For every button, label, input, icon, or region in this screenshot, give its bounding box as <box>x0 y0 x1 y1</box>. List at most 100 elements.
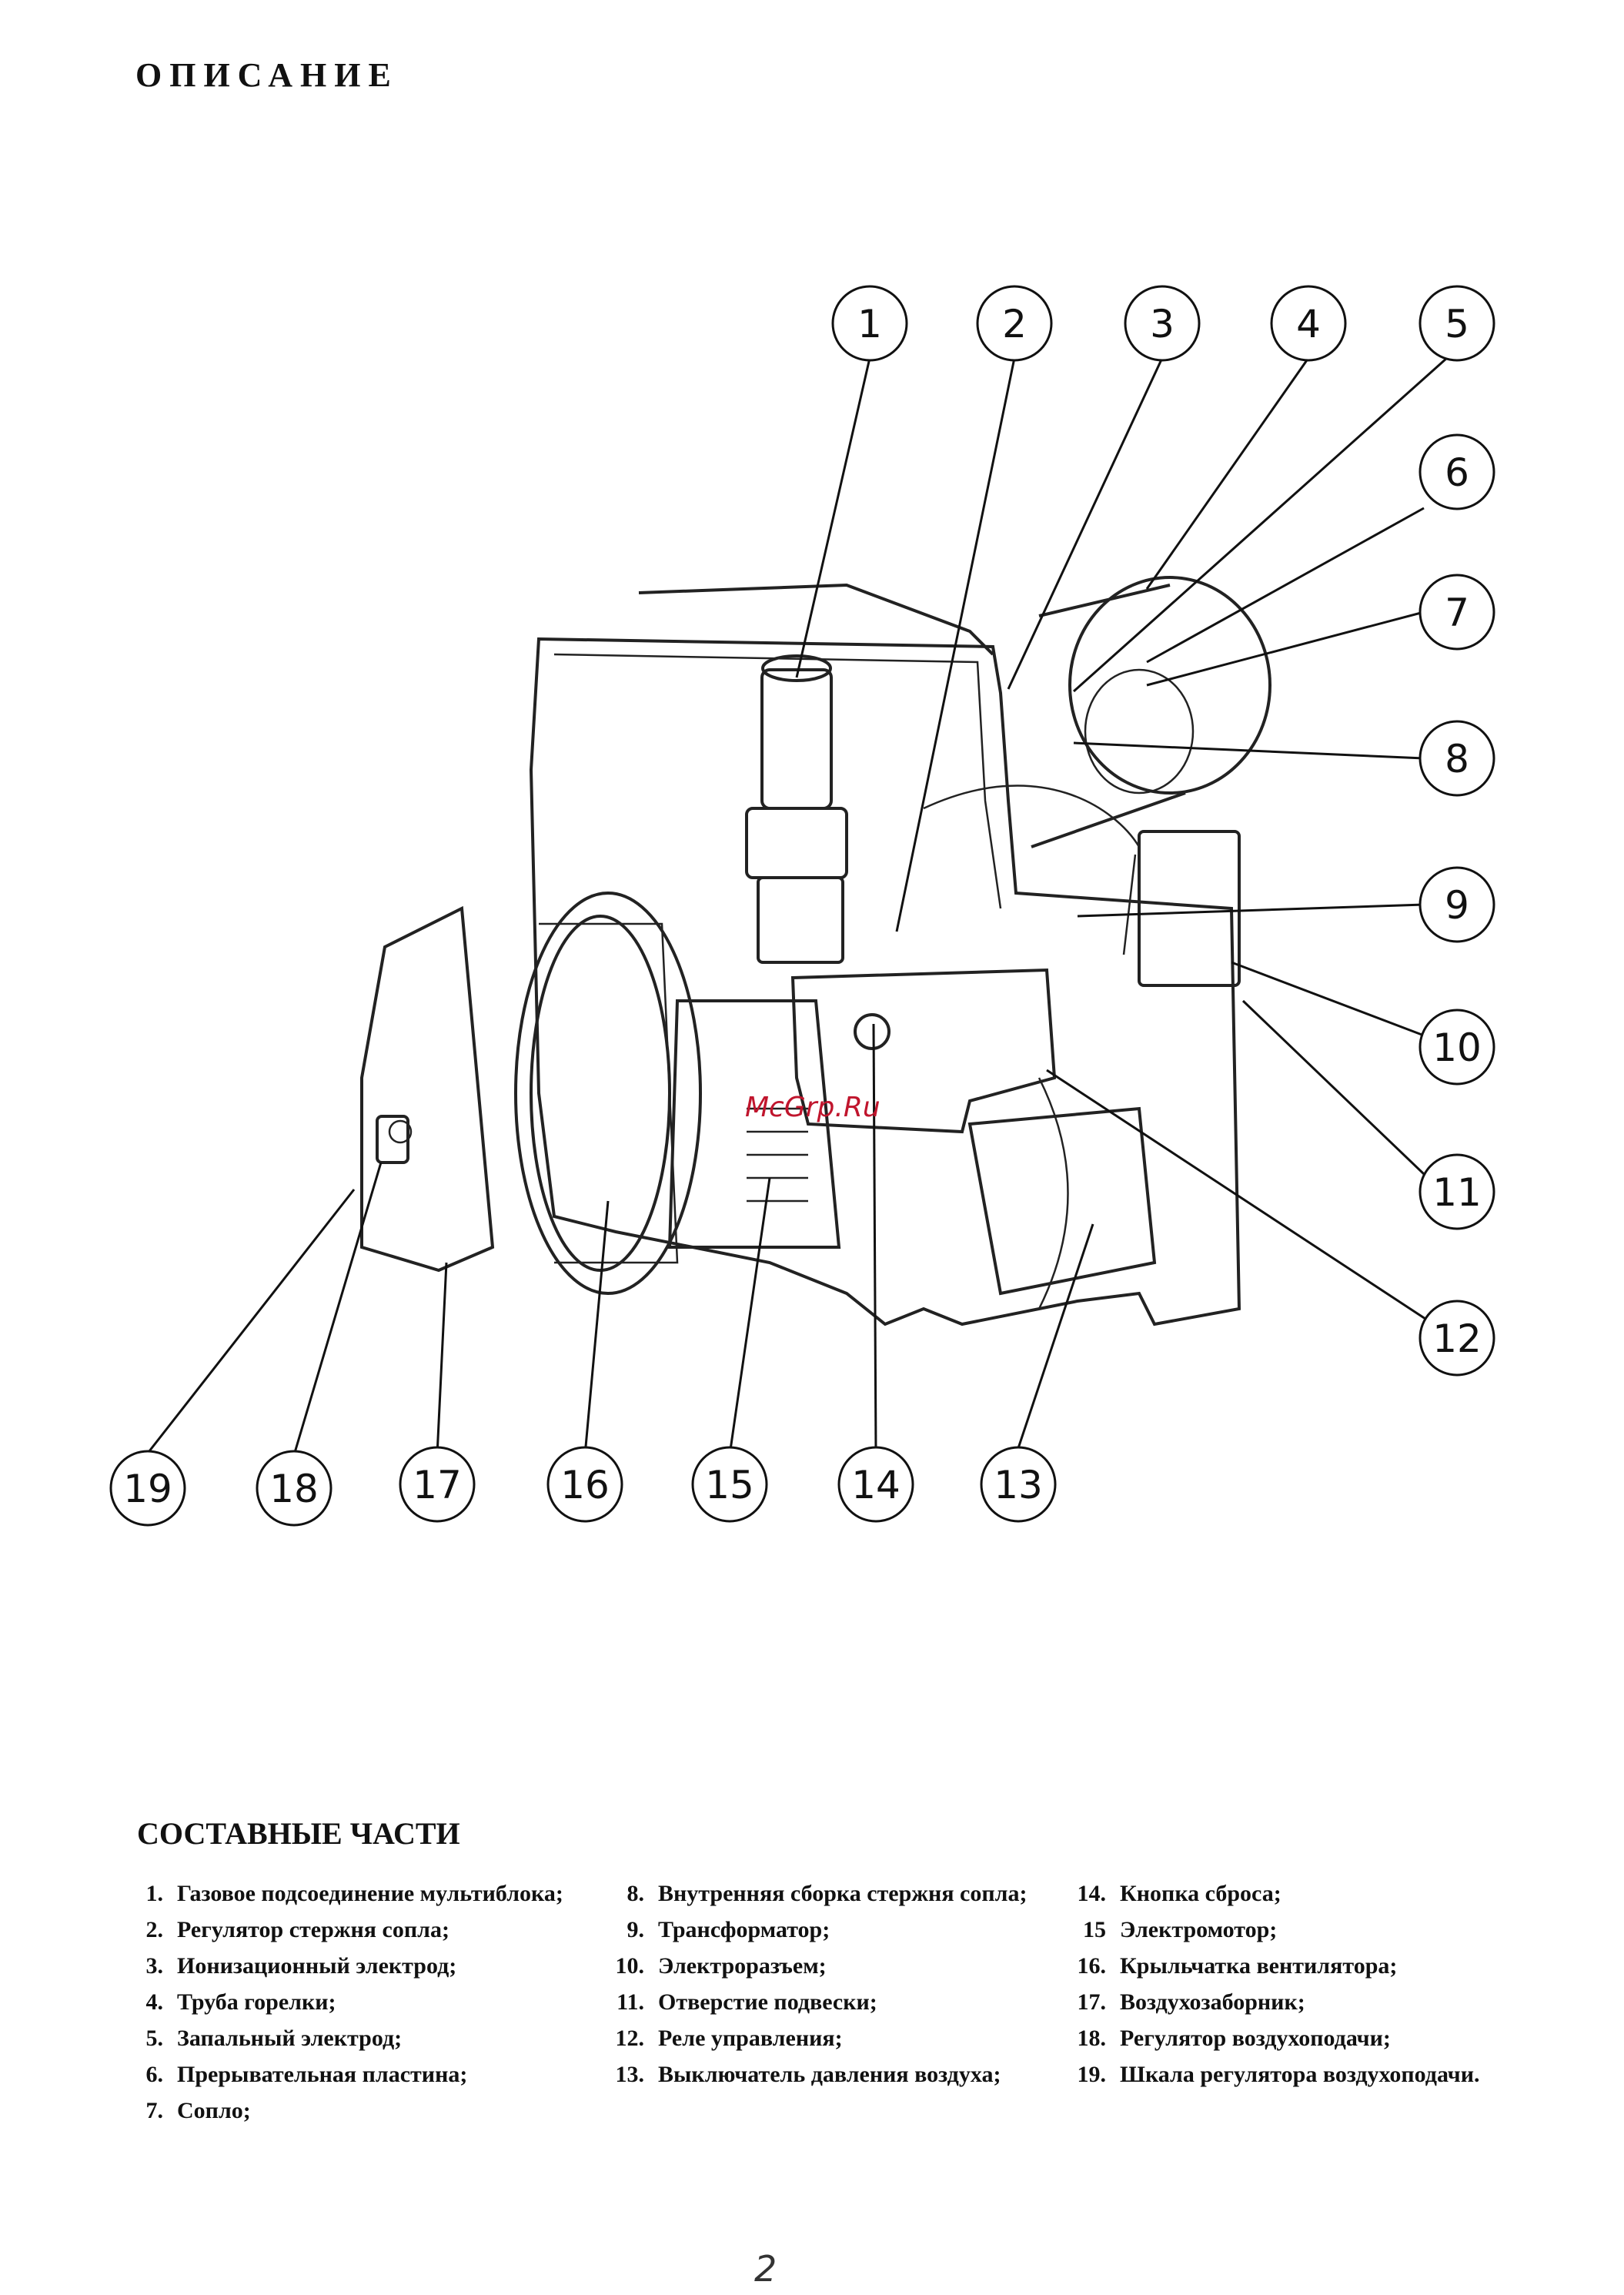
item-text: Электромотор; <box>1120 1917 1278 1942</box>
callout-label: 3 <box>1150 302 1175 346</box>
callout-3: 3 <box>1124 285 1201 362</box>
item-number: 13. <box>615 2062 645 2087</box>
list-item: 9. Трансформатор; <box>596 1912 1058 1948</box>
item-text: Внутренняя сборка стержня сопла; <box>658 1881 1028 1906</box>
list-item: 19. Шкала регулятора воздухоподачи. <box>1058 2056 1597 2093</box>
callout-19: 19 <box>109 1450 186 1527</box>
watermark: McGrp.Ru <box>745 1092 881 1123</box>
list-item: 10. Электроразъем; <box>596 1948 1058 1984</box>
item-number: 11. <box>617 1989 644 2015</box>
leader-lines <box>145 356 1448 1456</box>
callout-label: 11 <box>1432 1170 1482 1215</box>
list-item: 8. Внутренняя сборка стержня сопла; <box>596 1875 1058 1912</box>
callout-label: 9 <box>1445 883 1469 928</box>
item-text: Регулятор воздухоподачи; <box>1120 2026 1391 2051</box>
list-item: 1. Газовое подсоединение мультиблока; <box>115 1875 593 1912</box>
callout-label: 8 <box>1445 737 1469 781</box>
callout-label: 12 <box>1432 1316 1482 1361</box>
parts-heading: СОСТАВНЫЕ ЧАСТИ <box>137 1816 460 1851</box>
callout-label: 15 <box>705 1463 754 1507</box>
item-number: 2. <box>145 1917 164 1942</box>
callout-15: 15 <box>691 1446 768 1523</box>
callout-label: 10 <box>1432 1025 1482 1070</box>
item-number: 14. <box>1077 1881 1107 1906</box>
item-text: Крыльчатка вентилятора; <box>1120 1953 1398 1979</box>
callout-label: 2 <box>1002 302 1027 346</box>
callout-label: 14 <box>851 1463 901 1507</box>
item-text: Кнопка сброса; <box>1120 1881 1281 1906</box>
callout-label: 19 <box>123 1467 172 1511</box>
callout-4: 4 <box>1270 285 1347 362</box>
item-number: 1. <box>145 1881 164 1906</box>
item-text: Прерывательная пластина; <box>177 2062 468 2087</box>
callout-14: 14 <box>837 1446 914 1523</box>
callout-label: 7 <box>1445 590 1469 635</box>
callout-2: 2 <box>976 285 1053 362</box>
item-number: 12. <box>615 2026 645 2051</box>
item-text: Газовое подсоединение мультиблока; <box>177 1881 563 1906</box>
item-number: 7. <box>145 2098 164 2123</box>
list-item: 18. Регулятор воздухоподачи; <box>1058 2020 1597 2056</box>
item-number: 8. <box>627 1881 645 1906</box>
callout-label: 17 <box>413 1463 462 1507</box>
callout-label: 4 <box>1296 302 1321 346</box>
callout-10: 10 <box>1418 1009 1495 1086</box>
callout-label: 13 <box>994 1463 1043 1507</box>
callout-5: 5 <box>1418 285 1495 362</box>
list-item: 16. Крыльчатка вентилятора; <box>1058 1948 1597 1984</box>
callout-label: 1 <box>857 302 882 346</box>
callout-label: 18 <box>269 1467 319 1511</box>
callout-8: 8 <box>1418 720 1495 797</box>
item-text: Труба горелки; <box>177 1989 336 2015</box>
callout-18: 18 <box>256 1450 332 1527</box>
list-item: 4.Труба горелки; <box>115 1984 593 2020</box>
callout-11: 11 <box>1418 1153 1495 1230</box>
callout-7: 7 <box>1418 574 1495 651</box>
item-number: 17. <box>1077 1989 1107 2015</box>
item-text: Выключатель давления воздуха; <box>658 2062 1001 2087</box>
list-item: 2. Регулятор стержня сопла; <box>115 1912 593 1948</box>
item-text: Сопло; <box>177 2098 251 2123</box>
item-text: Трансформатор; <box>658 1917 830 1942</box>
callout-12: 12 <box>1418 1300 1495 1377</box>
list-item: 13. Выключатель давления воздуха; <box>596 2056 1058 2093</box>
item-number: 10. <box>615 1953 645 1979</box>
item-text: Воздухозаборник; <box>1120 1989 1305 2015</box>
callout-1: 1 <box>831 285 908 362</box>
parts-list-column-2: 8. Внутренняя сборка стержня сопла; 9. Тра… <box>596 1875 1058 2093</box>
item-text: Регулятор стержня сопла; <box>177 1917 449 1942</box>
item-number: 9. <box>627 1917 645 1942</box>
callout-label: 16 <box>560 1463 610 1507</box>
item-text: Реле управления; <box>658 2026 843 2051</box>
item-text: Ионизационный электрод; <box>177 1953 457 1979</box>
item-number: 5. <box>145 2026 164 2051</box>
list-item: 7. Сопло; <box>115 2093 593 2129</box>
list-item: 6. Прерывательная пластина; <box>115 2056 593 2093</box>
item-text: Отверстие подвески; <box>658 1989 877 2015</box>
callout-13: 13 <box>980 1446 1057 1523</box>
item-number: 18. <box>1077 2026 1107 2051</box>
item-number: 3. <box>145 1953 164 1979</box>
item-text: Электроразъем; <box>658 1953 827 1979</box>
item-text: Шкала регулятора воздухоподачи. <box>1120 2062 1480 2087</box>
callout-label: 6 <box>1445 450 1469 495</box>
list-item: 3. Ионизационный электрод; <box>115 1948 593 1984</box>
parts-list-column-1: 1. Газовое подсоединение мультиблока; 2. Р… <box>115 1875 593 2129</box>
item-text: Запальный электрод; <box>177 2026 403 2051</box>
page-title: ОПИСАНИЕ <box>135 56 399 94</box>
item-number: 16. <box>1077 1953 1107 1979</box>
callout-label: 5 <box>1445 302 1469 346</box>
callout-9: 9 <box>1418 866 1495 943</box>
list-item: 14. Кнопка сброса; <box>1058 1875 1597 1912</box>
list-item: 5. Запальный электрод; <box>115 2020 593 2056</box>
burner-drawing <box>360 576 1271 1326</box>
callout-17: 17 <box>399 1446 476 1523</box>
burner-diagram: McGrp.Ru 1 2 3 4 5 6 7 8 9 10 11 12 13 1… <box>109 285 1495 1527</box>
callout-6: 6 <box>1418 433 1495 510</box>
page-number: 2 <box>754 2248 777 2290</box>
callout-16: 16 <box>546 1446 623 1523</box>
item-number: 19. <box>1077 2062 1107 2087</box>
item-number: 6. <box>145 2062 164 2087</box>
